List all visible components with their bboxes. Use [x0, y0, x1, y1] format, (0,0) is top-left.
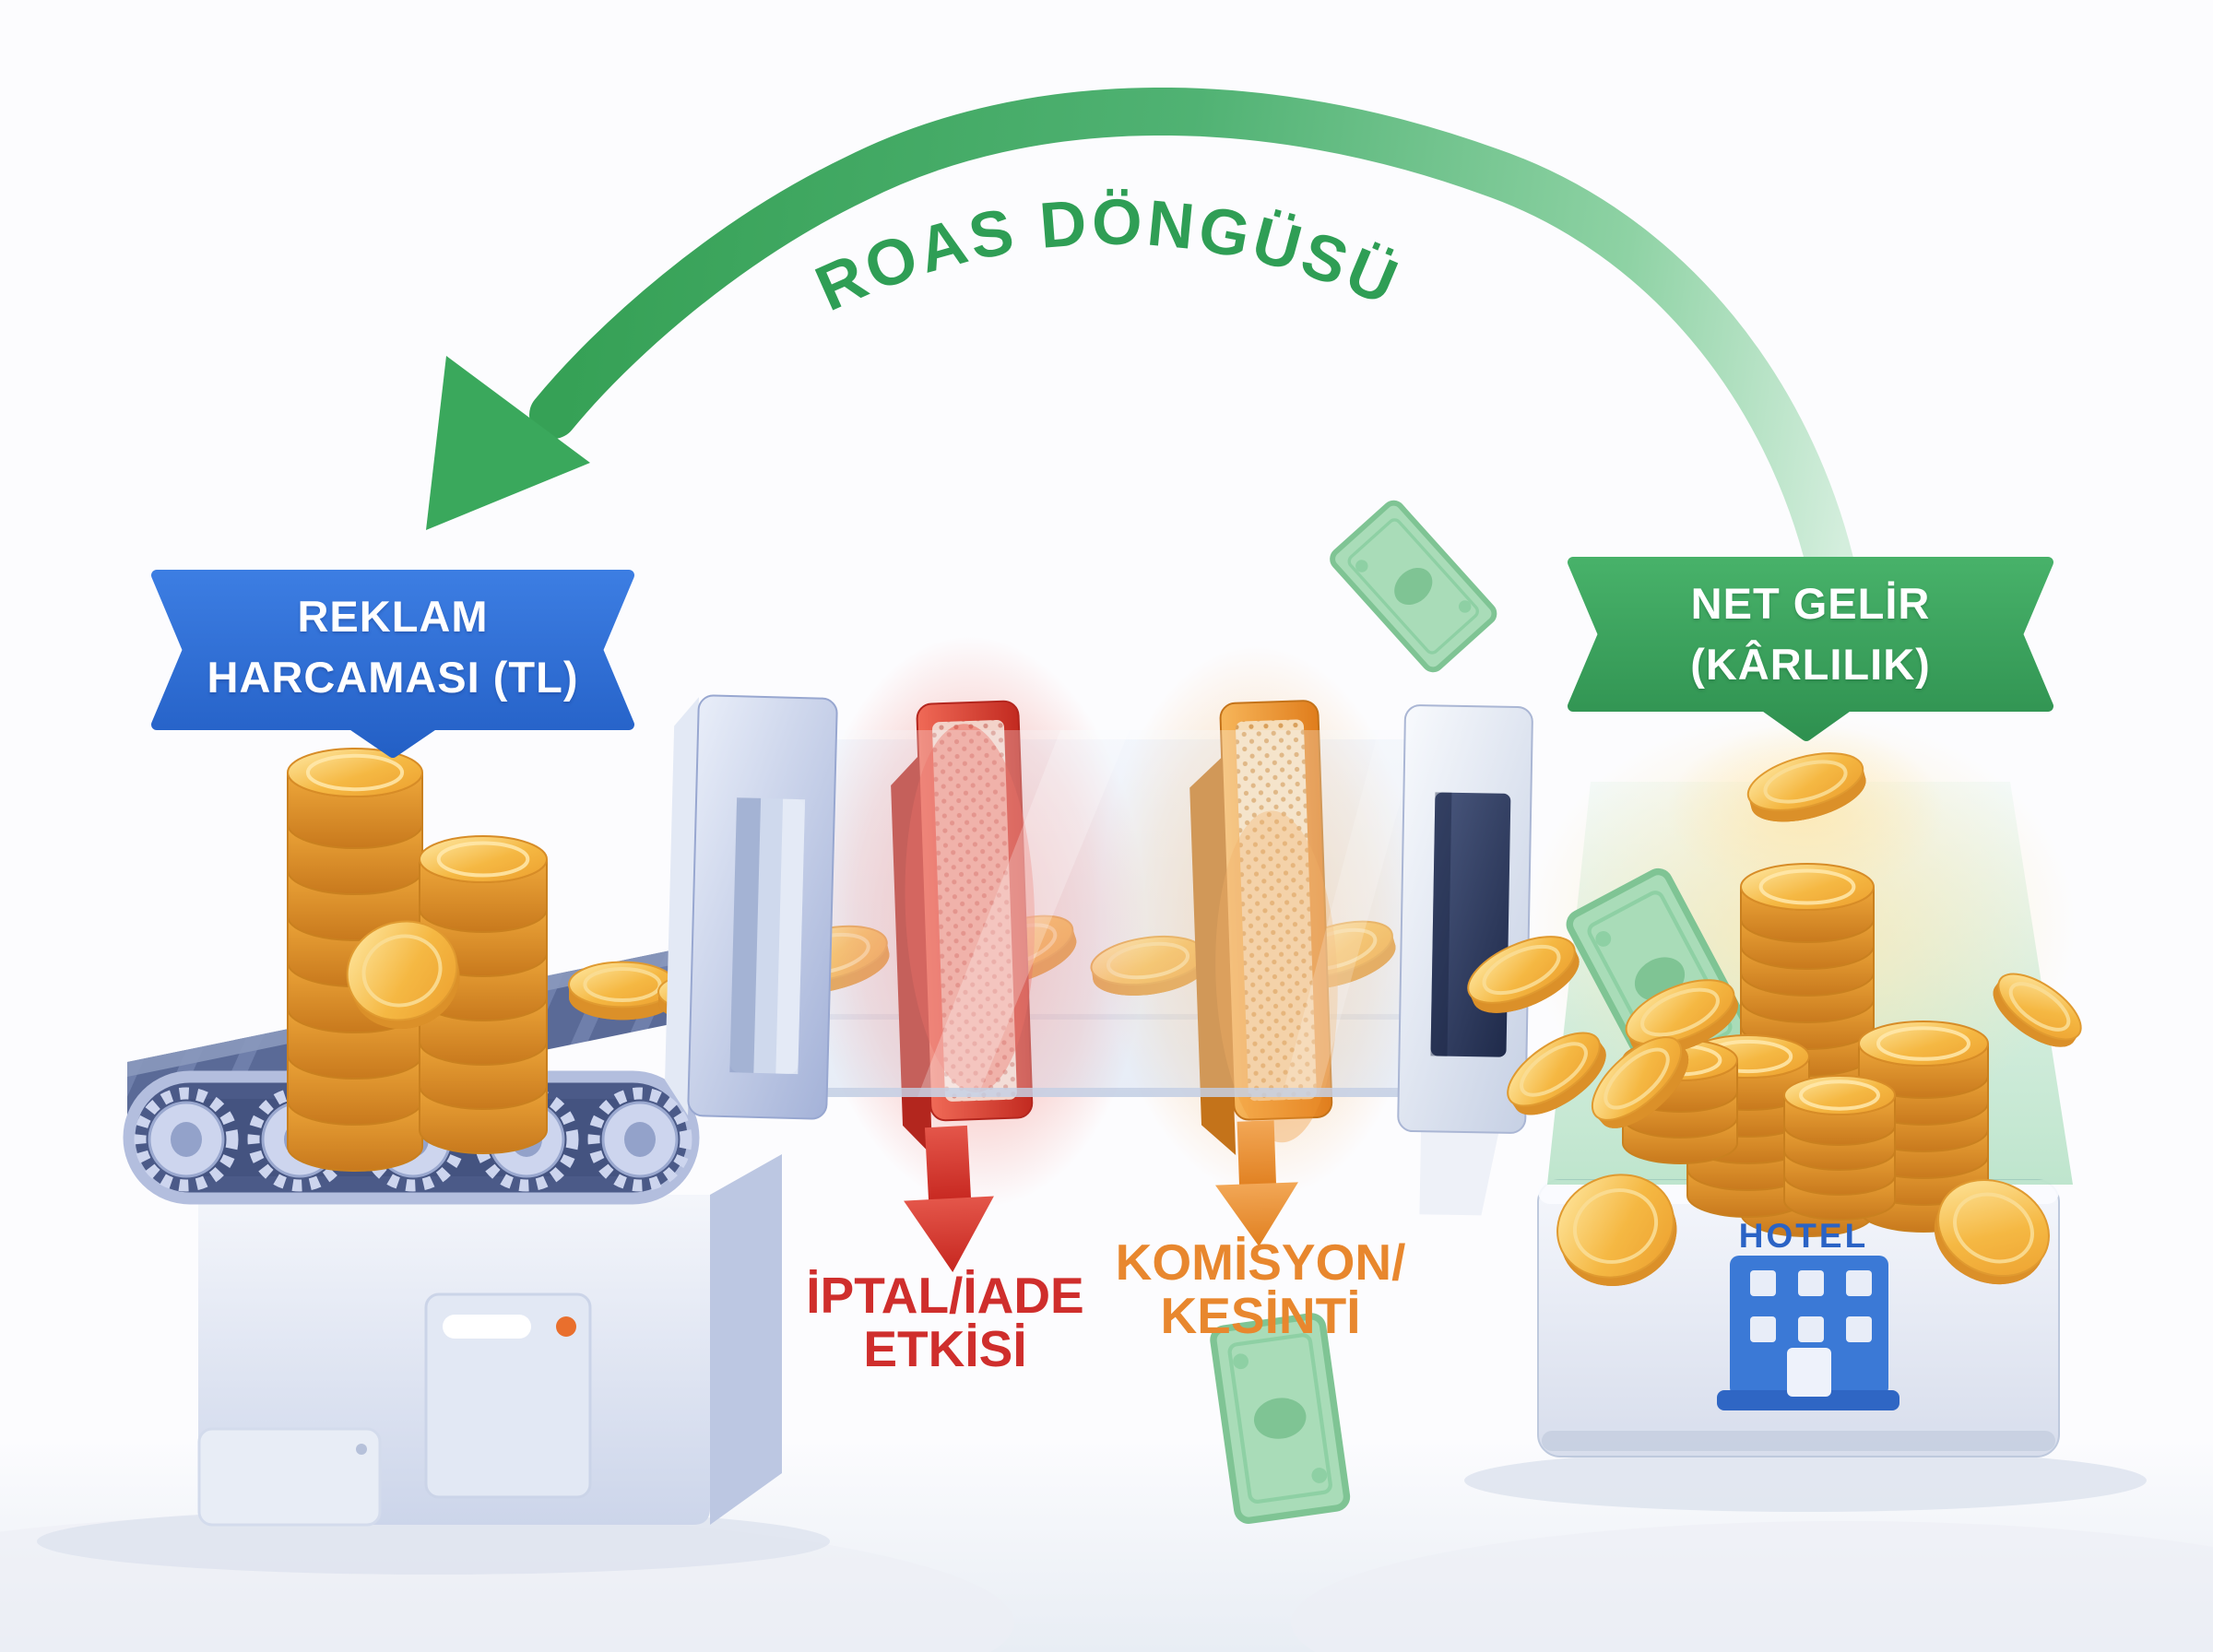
- tunnel-exit-frame: [1397, 704, 1533, 1216]
- cycle-title-text: ROAS DÖNGÜSÜ: [806, 185, 1411, 324]
- cancellation-label: İPTAL/İADE ETKİSİ: [761, 1268, 1130, 1375]
- ad-spend-coins: [287, 748, 748, 1172]
- gear-icon: [134, 1087, 239, 1192]
- coin-icon: [1591, 1036, 1689, 1128]
- coin-icon: [568, 961, 677, 1021]
- ad-spend-line2: HARCAMASI (TL): [207, 653, 579, 702]
- background: [0, 1438, 2213, 1652]
- coin-stack-icon: [1783, 1075, 1896, 1221]
- machine-door: [424, 1292, 592, 1499]
- cycle-title: ROAS DÖNGÜSÜ: [806, 185, 1407, 324]
- power-light-icon: [556, 1316, 576, 1337]
- profit-coins-front: [1507, 752, 2082, 1287]
- coin-icon: [346, 920, 460, 1030]
- coin-icon: [1467, 936, 1580, 1013]
- tunnel-glass-front: [811, 730, 1521, 1097]
- cancellation-line1: İPTAL/İADE: [806, 1267, 1084, 1324]
- exiting-coin: [1467, 936, 1580, 1013]
- banknote-icon: [1319, 481, 1508, 690]
- commission-filter-icon: [1100, 645, 1424, 1198]
- coin-icon: [1746, 752, 1866, 822]
- cancellation-arrow-icon: [904, 1125, 994, 1272]
- hotel-door: [1787, 1348, 1831, 1397]
- coin-icon: [1556, 1174, 1677, 1287]
- net-revenue-label: NET GELİR (KÂRLILIK): [1573, 573, 2048, 695]
- net-revenue-banner: [1568, 557, 2053, 741]
- net-revenue-line2: (KÂRLILIK): [1690, 640, 1931, 689]
- machine-panel: [197, 1427, 382, 1527]
- gear-icon: [587, 1087, 692, 1192]
- ad-spend-label: REKLAM HARCAMASI (TL): [157, 586, 629, 708]
- net-revenue-line1: NET GELİR: [1690, 579, 1931, 628]
- hotel-label: HOTEL: [1738, 1217, 1869, 1255]
- cancellation-line2: ETKİSİ: [863, 1320, 1027, 1377]
- hotel-building-icon: [1717, 1256, 1899, 1410]
- commission-arrow-icon: [1214, 1120, 1298, 1246]
- machine-side: [710, 1154, 782, 1525]
- commission-line2: KESİNTİ: [1160, 1287, 1361, 1344]
- cycle-arrow-icon: [426, 87, 1861, 618]
- coin-stack-icon: [419, 835, 548, 1154]
- coin-icon: [1993, 973, 2082, 1047]
- commission-label: KOMİSYON/ KESİNTİ: [1076, 1235, 1445, 1342]
- ad-spend-banner: [151, 570, 634, 758]
- coin-icon: [1934, 1178, 2050, 1285]
- door-slot: [443, 1315, 531, 1339]
- pedestal-shadow: [1464, 1449, 2147, 1512]
- tunnel-entry-frame: [665, 694, 838, 1120]
- ad-spend-line1: REKLAM: [297, 592, 489, 641]
- cancellation-filter-icon: [805, 636, 1147, 1208]
- commission-line1: KOMİSYON/: [1115, 1233, 1406, 1291]
- arrowhead-icon: [426, 356, 590, 530]
- coin-icon: [1507, 1032, 1606, 1115]
